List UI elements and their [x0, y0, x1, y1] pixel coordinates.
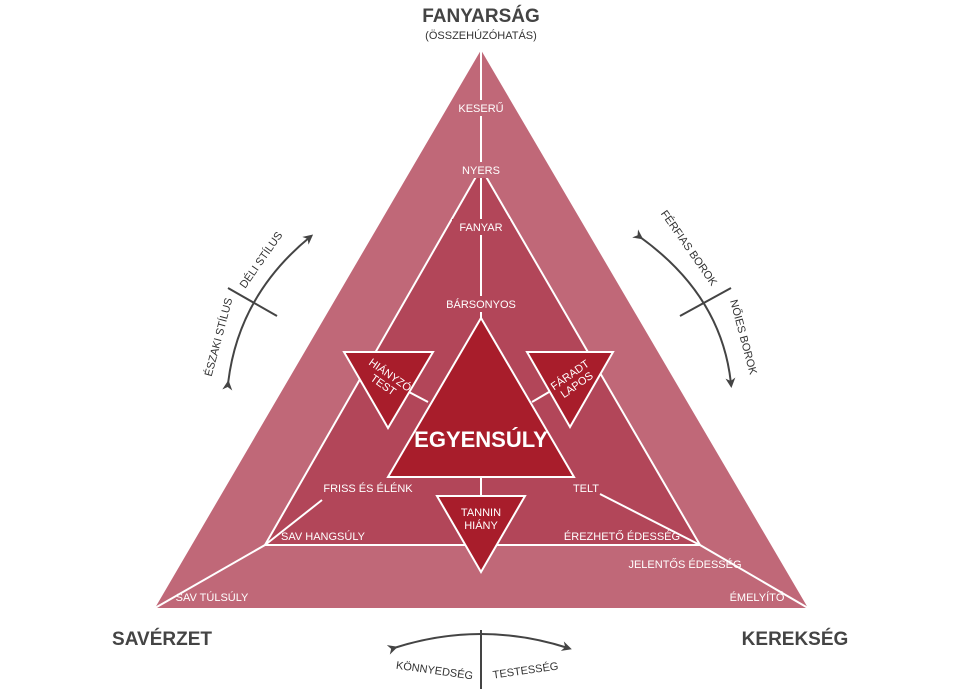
label-barsonyos: BÁRSONYOS	[446, 298, 516, 311]
bottom-body-arrow: KÖNNYEDSÉG TESTESSÉG	[386, 630, 572, 689]
corner-title-right: KEREKSÉG	[742, 628, 849, 650]
left-style-arrow: ÉSZAKI STÍLUS DÉLI STÍLUS	[202, 229, 314, 391]
balance-triangle	[386, 316, 576, 478]
label-telt: TELT	[573, 483, 599, 495]
fault-triangle-bottom	[435, 495, 527, 574]
arrow-label-konnyedseg: KÖNNYEDSÉG	[395, 659, 474, 683]
arrow-label-ferfias-borok: FÉRFIAS BOROK	[658, 208, 720, 289]
arrow-label-testesseg: TESTESSÉG	[492, 660, 559, 682]
corner-title-left: SAVÉRZET	[112, 628, 212, 650]
label-sav-tulsuly: SAV TÚLSÚLY	[176, 591, 249, 604]
label-jelentos-edesseg: JELENTŐS ÉDESSÉG	[628, 557, 741, 571]
fault-triangle-right	[525, 351, 615, 430]
label-friss-es-elenk: FRISS ÉS ÉLÉNK	[323, 482, 413, 495]
label-fanyar: FANYAR	[459, 222, 502, 234]
label-nyers: NYERS	[462, 165, 500, 177]
label-sav-hangsuly: SAV HANGSÚLY	[281, 530, 366, 543]
arrow-label-noies-borok: NŐIES BOROK	[727, 298, 761, 377]
corner-subtitle-top: (ÖSSZEHÚZÓHATÁS)	[425, 29, 537, 42]
label-emelyito: ÉMELYÍTŐ	[730, 590, 785, 604]
center-label: EGYENSÚLY	[414, 427, 548, 452]
fault-bottom-line2: HIÁNY	[464, 519, 498, 532]
label-erezheto-edesseg: ÉREZHETŐ ÉDESSÉG	[564, 529, 680, 543]
label-keseru: KESERŰ	[458, 101, 503, 115]
corner-title-top: FANYARSÁG	[422, 5, 540, 27]
arrow-label-deli-stilus: DÉLI STÍLUS	[237, 229, 286, 291]
fault-bottom-line1: TANNIN	[461, 507, 501, 519]
fault-triangle-left	[342, 351, 435, 430]
connector-lines	[154, 50, 809, 609]
top-axis-labels: KESERŰ NYERS FANYAR BÁRSONYOS	[442, 100, 520, 312]
